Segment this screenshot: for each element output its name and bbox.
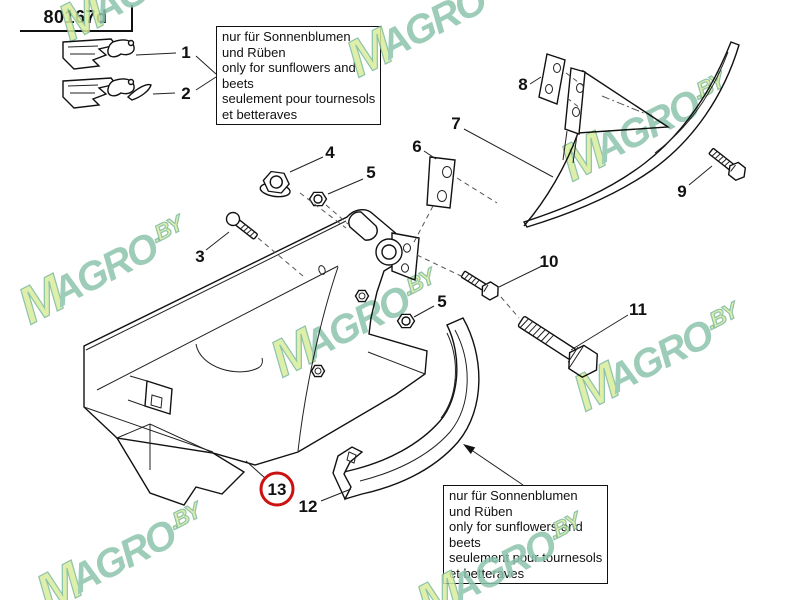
figure-code: 80167d bbox=[43, 7, 108, 27]
callout-2: 2 bbox=[181, 84, 190, 103]
figure-code-tab: 80167d bbox=[20, 5, 133, 32]
callout-3: 3 bbox=[195, 247, 204, 266]
note-line: only for sunflowers and bbox=[222, 60, 356, 75]
note-line: nur für Sonnenblumen bbox=[449, 488, 578, 503]
callout-9: 9 bbox=[677, 182, 686, 201]
watermark: MAGRO.BY bbox=[27, 487, 218, 600]
callout-4: 4 bbox=[325, 143, 335, 162]
callout-12: 12 bbox=[299, 497, 318, 516]
part-2-thumbnail bbox=[62, 77, 152, 109]
note-line: et betteraves bbox=[449, 565, 525, 581]
callout-13-highlight: 13 bbox=[259, 471, 295, 507]
note-line: und Rüben bbox=[449, 503, 513, 519]
note-line: nur für Sonnenblumen bbox=[222, 29, 351, 44]
watermark: MAGRO.BY bbox=[337, 0, 528, 89]
callout-11: 11 bbox=[629, 300, 647, 319]
note-line: und Rüben bbox=[222, 44, 286, 60]
svg-text:MAGRO.BY: MAGRO.BY bbox=[337, 0, 528, 89]
bolt-3 bbox=[225, 211, 258, 240]
note-line: only for sunflowers and bbox=[449, 519, 583, 534]
nut-4 bbox=[259, 170, 291, 198]
watermark: MAGRO.BY bbox=[49, 0, 240, 53]
part-13-body bbox=[83, 209, 428, 506]
svg-text:MAGRO.BY: MAGRO.BY bbox=[49, 0, 240, 53]
bolt-11 bbox=[517, 316, 599, 379]
svg-text:MAGRO.BY: MAGRO.BY bbox=[407, 497, 598, 600]
callout-6: 6 bbox=[412, 137, 421, 156]
plate-6 bbox=[426, 156, 456, 209]
bracket-12 bbox=[332, 317, 480, 501]
nut-5-upper bbox=[308, 191, 328, 207]
note-line: seulement pour tournesols bbox=[449, 550, 603, 565]
note-line: beets bbox=[222, 75, 254, 91]
note-line: et betteraves bbox=[222, 106, 298, 122]
part-1-thumbnail bbox=[62, 38, 135, 70]
watermark: MAGRO.BY bbox=[407, 497, 598, 600]
note-box-top: nur für Sonnenblumen und Rüben only for … bbox=[216, 26, 382, 125]
blade-7 bbox=[522, 41, 740, 228]
leader-lines bbox=[135, 52, 713, 502]
note-line: seulement pour tournesols bbox=[222, 91, 376, 106]
note-line: beets bbox=[449, 534, 481, 550]
callout-13: 13 bbox=[268, 480, 287, 499]
nut-5-lower bbox=[396, 313, 416, 329]
callout-1: 1 bbox=[181, 43, 190, 62]
plate-8 bbox=[538, 53, 566, 105]
callout-10: 10 bbox=[540, 252, 559, 271]
svg-text:MAGRO.BY: MAGRO.BY bbox=[27, 487, 218, 600]
bolt-10 bbox=[460, 270, 499, 301]
highlight-circle bbox=[259, 471, 295, 507]
callout-5b: 5 bbox=[437, 292, 446, 311]
callout-5a: 5 bbox=[366, 163, 375, 182]
assembly-axes bbox=[257, 72, 647, 319]
callout-7: 7 bbox=[451, 114, 460, 133]
callout-8: 8 bbox=[518, 75, 527, 94]
bolt-9 bbox=[708, 147, 747, 182]
arrowhead bbox=[463, 444, 476, 454]
note-box-bottom: nur für Sonnenblumen und Rüben only for … bbox=[443, 485, 609, 584]
